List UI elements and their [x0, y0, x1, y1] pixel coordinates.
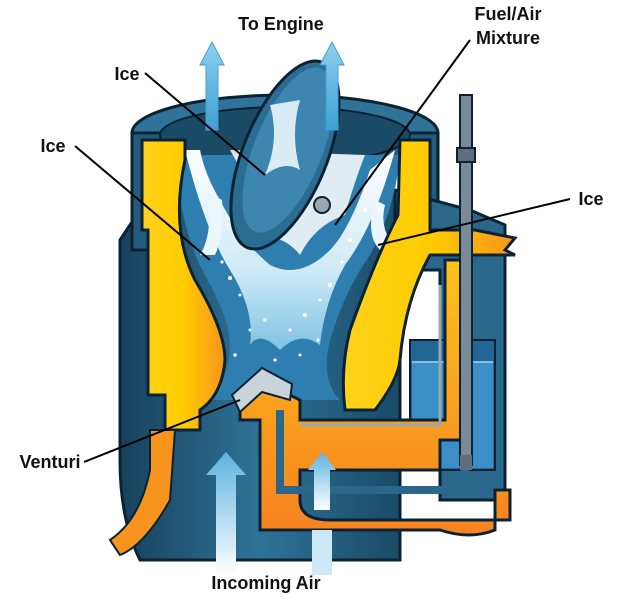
- fuel-nozzle: [230, 366, 294, 414]
- label-venturi: Venturi: [19, 452, 80, 472]
- airflow-arrows: [199, 40, 345, 575]
- inflow-arrow-tail: [312, 530, 332, 575]
- throttle-shaft-icon: [313, 196, 331, 214]
- fuel-droplets: [213, 208, 367, 362]
- label-ice-top: Ice: [114, 64, 139, 84]
- leader-fuel-air: [334, 39, 471, 226]
- leader-ice-left: [74, 145, 211, 261]
- label-ice-right: Ice: [578, 189, 603, 209]
- outflow-arrow-left-icon: [199, 40, 225, 131]
- label-fuel-air-line2: Mixture: [476, 28, 540, 48]
- outflow-arrow-right-icon: [319, 40, 345, 131]
- label-fuel-air-line1: Fuel/Air: [474, 4, 541, 24]
- label-to-engine: To Engine: [238, 14, 324, 34]
- venturi-body: [108, 138, 518, 557]
- float-rod: [456, 94, 476, 470]
- inflow-arrow-left-icon: [206, 452, 246, 575]
- label-incoming-air: Incoming Air: [211, 573, 320, 593]
- leader-venturi: [83, 399, 241, 463]
- leader-ice-top: [144, 72, 266, 176]
- label-ice-left: Ice: [40, 136, 65, 156]
- inflow-arrow-center-icon: [308, 452, 336, 510]
- leader-ice-right: [377, 198, 571, 246]
- throttle-valve: [229, 59, 341, 251]
